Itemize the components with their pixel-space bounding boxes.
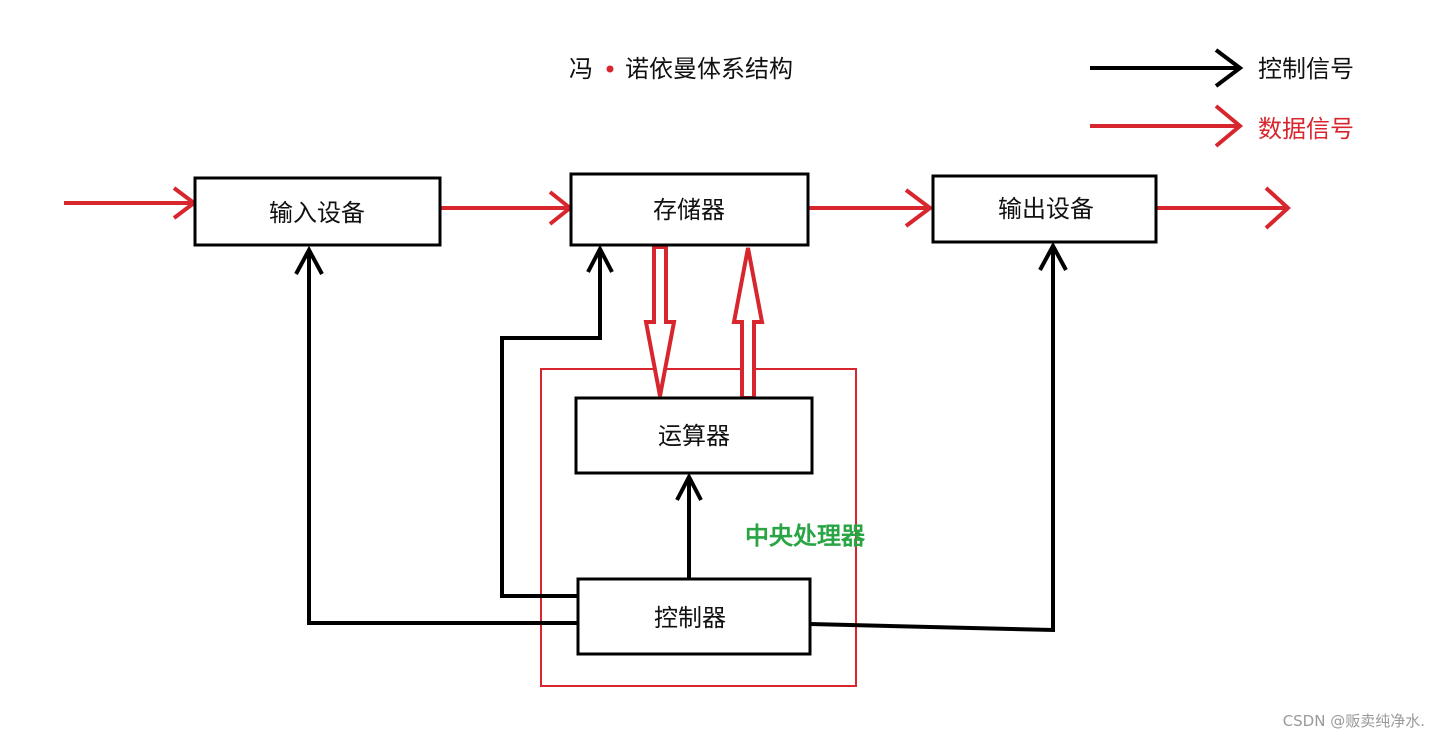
legend-data: 数据信号 bbox=[1090, 104, 1354, 148]
control-arrow-output bbox=[809, 246, 1055, 633]
data-arrow-memory-output-head bbox=[904, 188, 934, 228]
input-device-box: 输入设备 bbox=[193, 176, 442, 247]
alu-box: 运算器 bbox=[574, 396, 814, 475]
alu-label: 运算器 bbox=[658, 422, 730, 450]
title-suffix: 诺依曼体系结构 bbox=[625, 55, 793, 83]
title-dot bbox=[606, 65, 614, 73]
legend-data-arrowhead bbox=[1214, 104, 1244, 148]
data-arrow-memory-alu bbox=[643, 245, 677, 397]
controller-label: 控制器 bbox=[654, 604, 726, 632]
data-arrow-out-head bbox=[1264, 186, 1291, 230]
watermark: CSDN @贩卖纯净水. bbox=[1283, 712, 1425, 730]
control-arrow-memory bbox=[500, 249, 602, 598]
output-device-label: 输出设备 bbox=[998, 195, 1094, 223]
control-arrow-output-head bbox=[1038, 241, 1068, 271]
controller-box: 控制器 bbox=[576, 577, 812, 656]
legend-control: 控制信号 bbox=[1090, 48, 1354, 88]
control-arrow-alu-head bbox=[675, 472, 703, 501]
cpu-boundary bbox=[540, 368, 857, 687]
data-arrow-alu-memory bbox=[731, 247, 765, 400]
cpu-label: 中央处理器 bbox=[745, 522, 866, 550]
legend-control-arrowhead bbox=[1214, 48, 1244, 88]
title-prefix: 冯 bbox=[569, 55, 593, 83]
control-arrow-input bbox=[307, 250, 578, 625]
legend-data-label: 数据信号 bbox=[1258, 115, 1354, 143]
legend-control-label: 控制信号 bbox=[1258, 55, 1354, 83]
memory-label: 存储器 bbox=[653, 196, 725, 224]
input-device-label: 输入设备 bbox=[269, 199, 365, 227]
memory-box: 存储器 bbox=[569, 172, 810, 247]
control-arrow-input-head bbox=[294, 245, 324, 275]
control-arrow-memory-head bbox=[586, 244, 614, 273]
output-device-box: 输出设备 bbox=[931, 174, 1158, 244]
